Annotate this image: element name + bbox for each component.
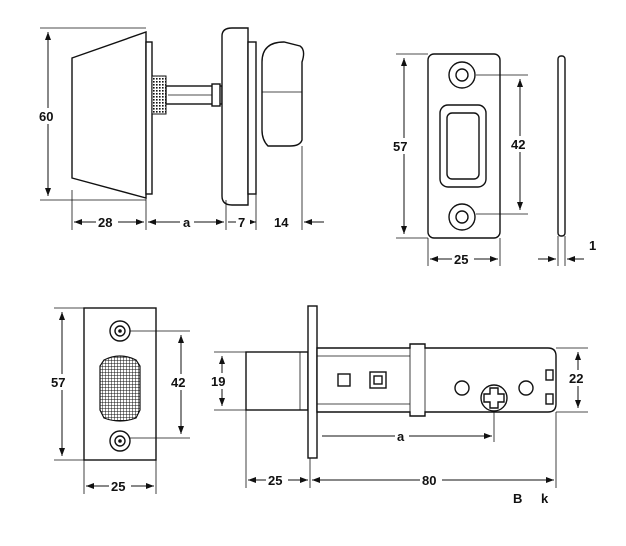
dim-faceplate-height: 57 <box>51 375 65 390</box>
cross-spindle-hole <box>483 387 505 409</box>
spindle-collar <box>211 83 221 107</box>
rose-ring <box>247 41 257 195</box>
knurled-collar <box>151 75 167 115</box>
knob <box>261 41 305 147</box>
dim-bolt-length: 25 <box>268 473 282 488</box>
dim-strike-holes: 42 <box>511 137 525 152</box>
dim-base-width: 28 <box>98 215 112 230</box>
mount-hole-2 <box>518 380 534 396</box>
dim-rose: 7 <box>238 215 245 230</box>
strike-plate-view: 57 42 25 1 <box>392 53 596 267</box>
base-plate <box>145 41 153 195</box>
dim-strike-width: 25 <box>454 252 468 267</box>
latch-bolt <box>245 351 309 411</box>
mount-hole-1 <box>454 380 470 396</box>
faceplate-edge <box>307 305 318 459</box>
dim-bolt-height: 19 <box>211 374 225 389</box>
dim-case-height: 22 <box>569 371 583 386</box>
rose <box>221 27 249 206</box>
dim-faceplate-width: 25 <box>111 479 125 494</box>
code-letter-right: k <box>541 491 549 506</box>
dim-strike-height: 57 <box>393 139 407 154</box>
dim-faceplate-holes: 42 <box>171 375 185 390</box>
faceplate-view: 57 42 25 <box>50 307 192 494</box>
dim-backset: a <box>397 429 405 444</box>
dim-knob-height: 60 <box>39 109 53 124</box>
knob-side-view: 60 28 a 7 14 <box>38 27 324 230</box>
slot-square-1 <box>337 373 351 387</box>
code-letter-left: B <box>513 491 522 506</box>
rose-base <box>71 31 147 199</box>
latch-case <box>316 343 557 417</box>
dim-strike-thickness: 1 <box>589 238 596 253</box>
latch-body-view: 19 22 a 25 80 <box>210 305 590 488</box>
latch-opening-grid <box>99 355 141 422</box>
dim-knob: 14 <box>274 215 289 230</box>
strike-profile <box>557 55 566 237</box>
dim-body-length: 80 <box>422 473 436 488</box>
dim-spindle: a <box>183 215 191 230</box>
